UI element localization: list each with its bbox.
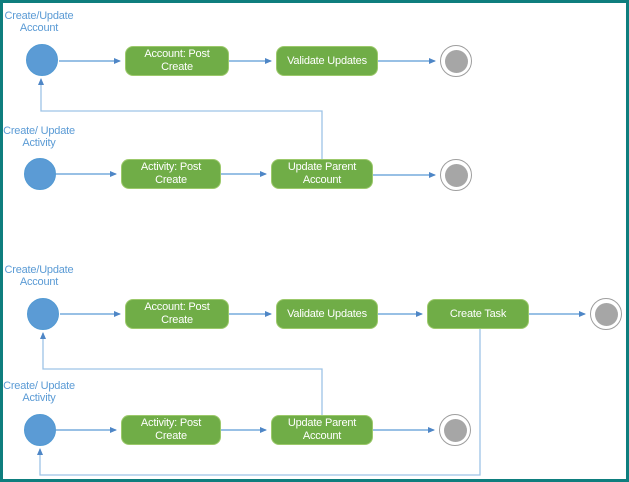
bottom-update-parent-account-task: Update Parent Account xyxy=(271,415,373,445)
top-activity-end-state-inner xyxy=(444,163,468,187)
top-update-parent-account-task: Update Parent Account xyxy=(271,159,373,189)
bottom-activity-start-label-line2: Activity xyxy=(22,392,56,404)
bottom-activity-end-state xyxy=(439,414,471,446)
top-activity-start-state xyxy=(24,158,56,190)
top-account-end-state xyxy=(440,45,472,77)
bottom-activity-end-state-inner xyxy=(443,418,467,442)
bottom-activity-start-label: Create/ Update Activity xyxy=(3,380,75,404)
top-activity-start-label: Create/ Update Activity xyxy=(3,125,75,149)
top-account-start-label: Create/Update Account xyxy=(3,10,75,34)
top-account-start-label-line2: Account xyxy=(19,22,59,34)
connector-bottom-updateparent-feedback-to-account-start xyxy=(40,332,323,415)
bottom-activity-post-create-task: Activity: Post Create xyxy=(121,415,221,445)
top-activity-end-state xyxy=(440,159,472,191)
bottom-validate-updates-task: Validate Updates xyxy=(276,299,378,329)
connector-top-updateparent-feedback-to-account-start xyxy=(38,78,323,159)
bottom-account-start-label-line1: Create/Update xyxy=(4,264,74,276)
top-account-post-create-task: Account: Post Create xyxy=(125,46,229,76)
top-activity-start-label-line1: Create/ Update xyxy=(3,125,75,137)
connector-bottom-createtask-feedback-to-activity-start xyxy=(37,329,481,476)
connector-layer xyxy=(37,58,586,476)
bottom-account-start-label: Create/Update Account xyxy=(3,264,75,288)
top-activity-start-label-line2: Activity xyxy=(22,137,56,149)
top-activity-post-create-task: Activity: Post Create xyxy=(121,159,221,189)
bottom-account-end-state xyxy=(590,298,622,330)
bottom-account-post-create-task: Account: Post Create xyxy=(125,299,229,329)
top-account-start-label-line1: Create/Update xyxy=(4,10,74,22)
bottom-account-start-state xyxy=(27,298,59,330)
bottom-account-end-state-inner xyxy=(594,302,618,326)
top-account-start-state xyxy=(26,44,58,76)
top-account-end-state-inner xyxy=(444,49,468,73)
top-validate-updates-task: Validate Updates xyxy=(276,46,378,76)
bottom-account-start-label-line2: Account xyxy=(19,276,59,288)
bottom-create-task-task: Create Task xyxy=(427,299,529,329)
bottom-activity-start-state xyxy=(24,414,56,446)
bottom-activity-start-label-line1: Create/ Update xyxy=(3,380,75,392)
